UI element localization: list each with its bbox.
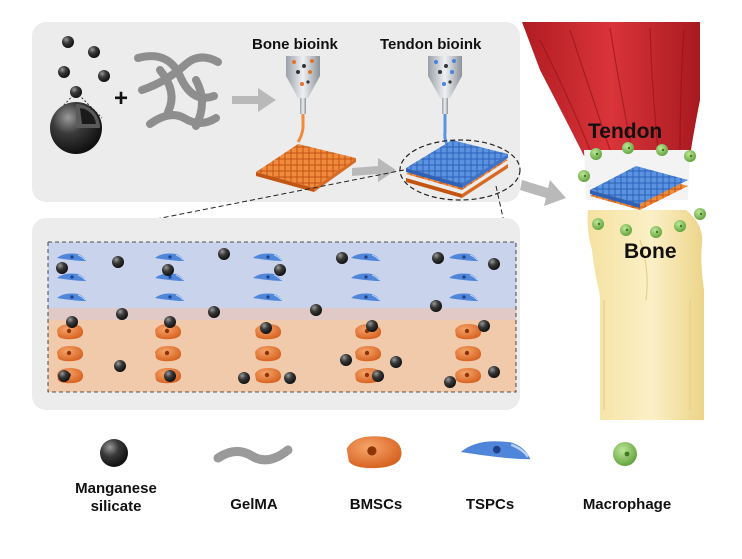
bone-bioink-nozzle-icon (286, 56, 320, 143)
arrow-right-icon (520, 180, 566, 206)
legend-label-gelma: GelMA (230, 496, 278, 513)
legend-label-macrophage: Macrophage (582, 496, 672, 513)
tendon-muscle (522, 22, 700, 200)
plus-sign: + (114, 85, 128, 112)
legend-macrophage-icon (613, 442, 637, 466)
arrow-right-icon (232, 88, 276, 112)
bone-label: Bone (624, 240, 677, 263)
tendon-bioink-label: Tendon bioink (380, 36, 482, 53)
legend-tspc-icon (459, 440, 532, 461)
legend-bmsc-icon (346, 436, 402, 469)
bone-bioink-label: Bone bioink (252, 36, 338, 53)
top-panel (32, 22, 520, 202)
tendon-label: Tendon (588, 120, 663, 143)
legend-fiber-icon (213, 445, 293, 465)
tendon-layer (48, 242, 516, 314)
gelma-fibers-icon (134, 52, 222, 130)
legend-label-tspcs: TSPCs (465, 496, 515, 513)
legend-sphere-icon (100, 439, 128, 467)
arrow-right-icon (352, 158, 396, 182)
legend-label-manganese-line2: silicate (90, 498, 142, 515)
tendon-bone-scaffold (406, 140, 508, 198)
implanted-scaffold (590, 166, 688, 210)
legend-label-bmscs: BMSCs (349, 496, 403, 513)
bone-shape (587, 210, 704, 420)
bone-scaffold (256, 144, 356, 192)
zoom-frame (47, 241, 517, 393)
zoom-line-right (495, 185, 509, 241)
interface-layer (48, 308, 516, 322)
bone-layer (48, 320, 516, 392)
tendon-bioink-nozzle-icon (428, 56, 462, 147)
legend-label-manganese: Manganese silicate (58, 480, 174, 516)
legend-label-manganese-line1: Manganese (75, 480, 157, 497)
zoom-ellipse (399, 139, 521, 201)
hollow-sphere-icon (50, 91, 103, 154)
